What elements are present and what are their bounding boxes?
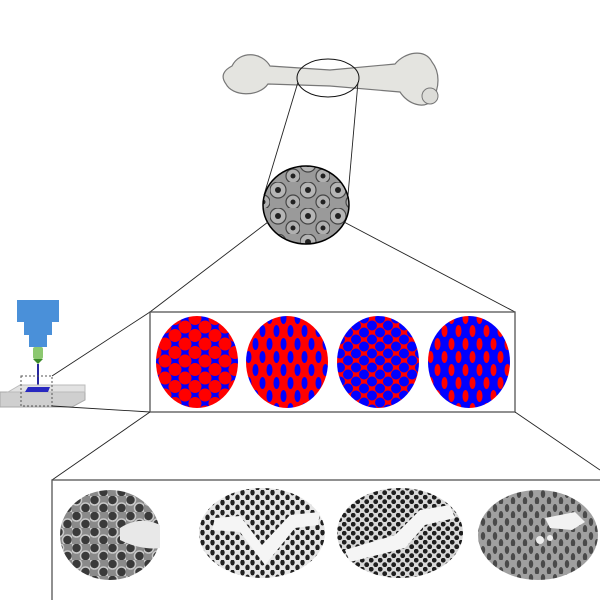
3d-printer-illustration — [0, 300, 86, 408]
zoom-line — [149, 221, 269, 313]
pattern-red-elongated-inclusions — [428, 316, 510, 408]
zoom-line — [514, 411, 600, 471]
pattern-blue-elongated-inclusions — [246, 316, 328, 408]
micrograph-3 — [337, 488, 463, 578]
bone-zoom-ellipse — [296, 58, 360, 98]
zoom-line — [51, 405, 151, 413]
femur-bone-illustration — [222, 52, 439, 106]
micrograph-2 — [199, 488, 325, 578]
micrograph-4 — [478, 490, 598, 580]
pattern-blue-inclusions-hex — [337, 316, 419, 408]
zoom-line — [51, 311, 151, 377]
zoom-line — [343, 221, 516, 313]
zoom-line — [51, 411, 151, 481]
zoom-line — [347, 81, 359, 196]
zoom-line — [263, 81, 299, 196]
print-region-dashed-box — [20, 375, 53, 407]
micrograph-1 — [60, 490, 160, 580]
pattern-red-inclusions-hex — [156, 316, 238, 408]
osteon-micrograph — [262, 165, 350, 245]
